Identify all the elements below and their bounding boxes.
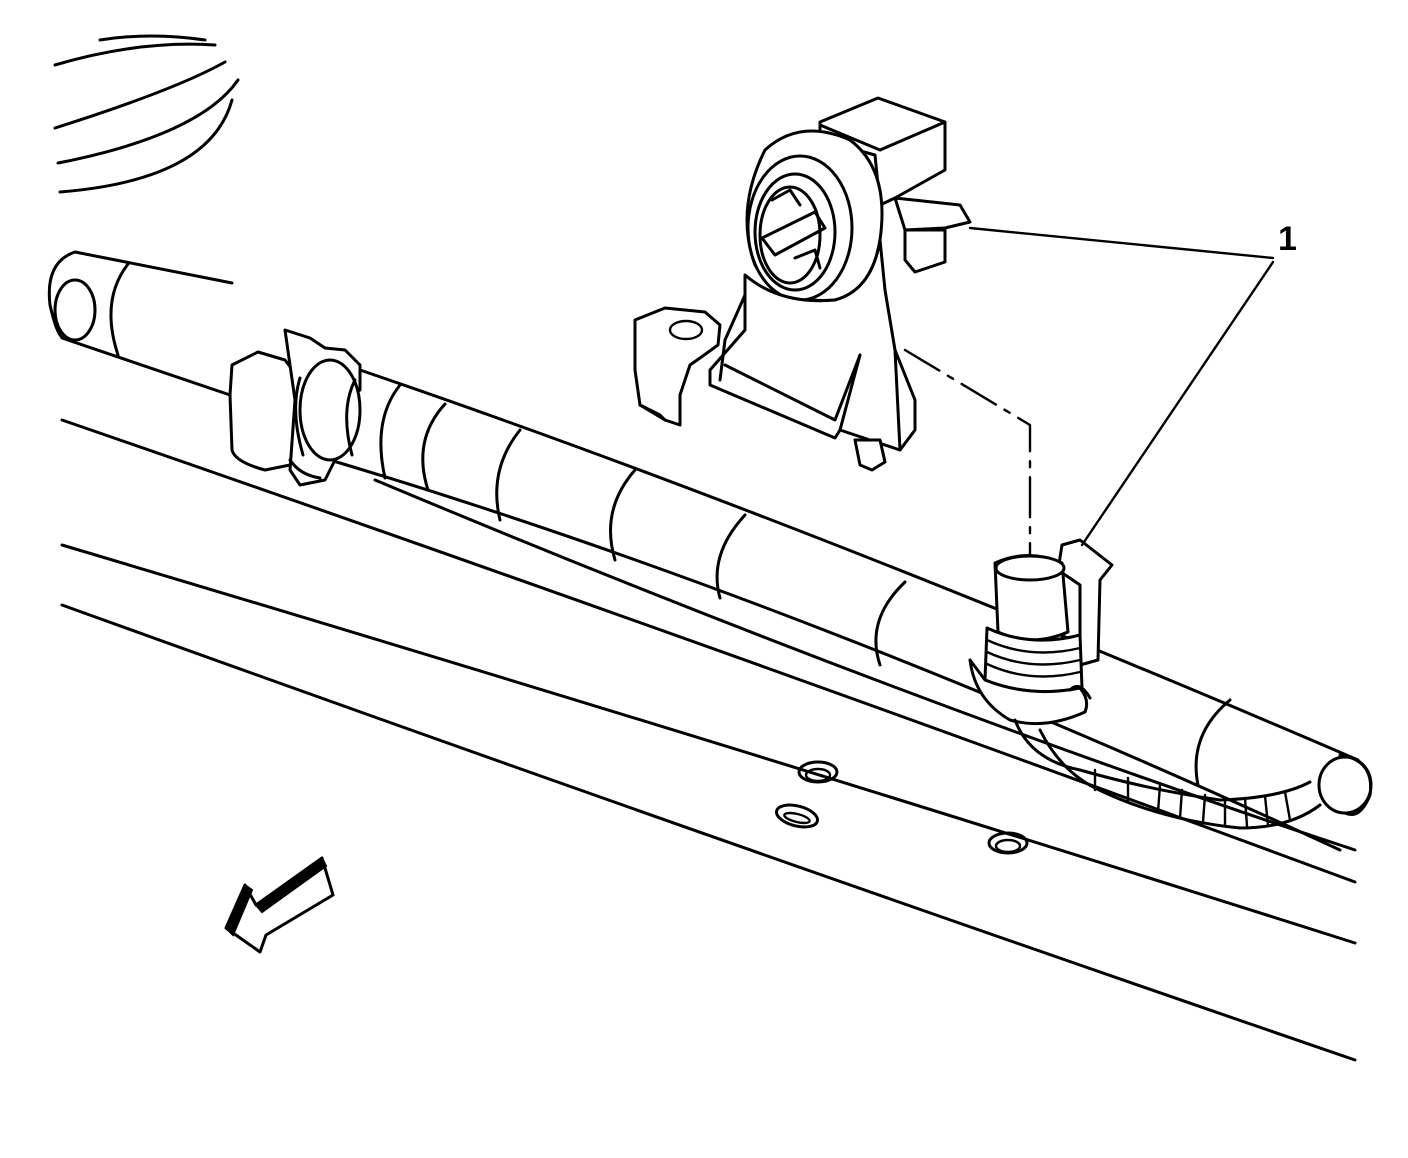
callout-1-label: 1: [1278, 220, 1297, 258]
harness-clip: [228, 328, 362, 487]
connector-pigtail: [1013, 718, 1322, 830]
front-direction-arrow-icon: [224, 856, 335, 954]
sensor-bracket: [633, 96, 972, 472]
electrical-connector: [968, 538, 1114, 726]
panel-holes: [774, 760, 1029, 855]
body-panel-lines: [60, 418, 1357, 1062]
background-contours: [53, 34, 240, 194]
assembly-leader-line: [903, 348, 1032, 557]
callout-1-leaders: [968, 226, 1275, 547]
wiring-harness-tube: [47, 250, 1373, 852]
